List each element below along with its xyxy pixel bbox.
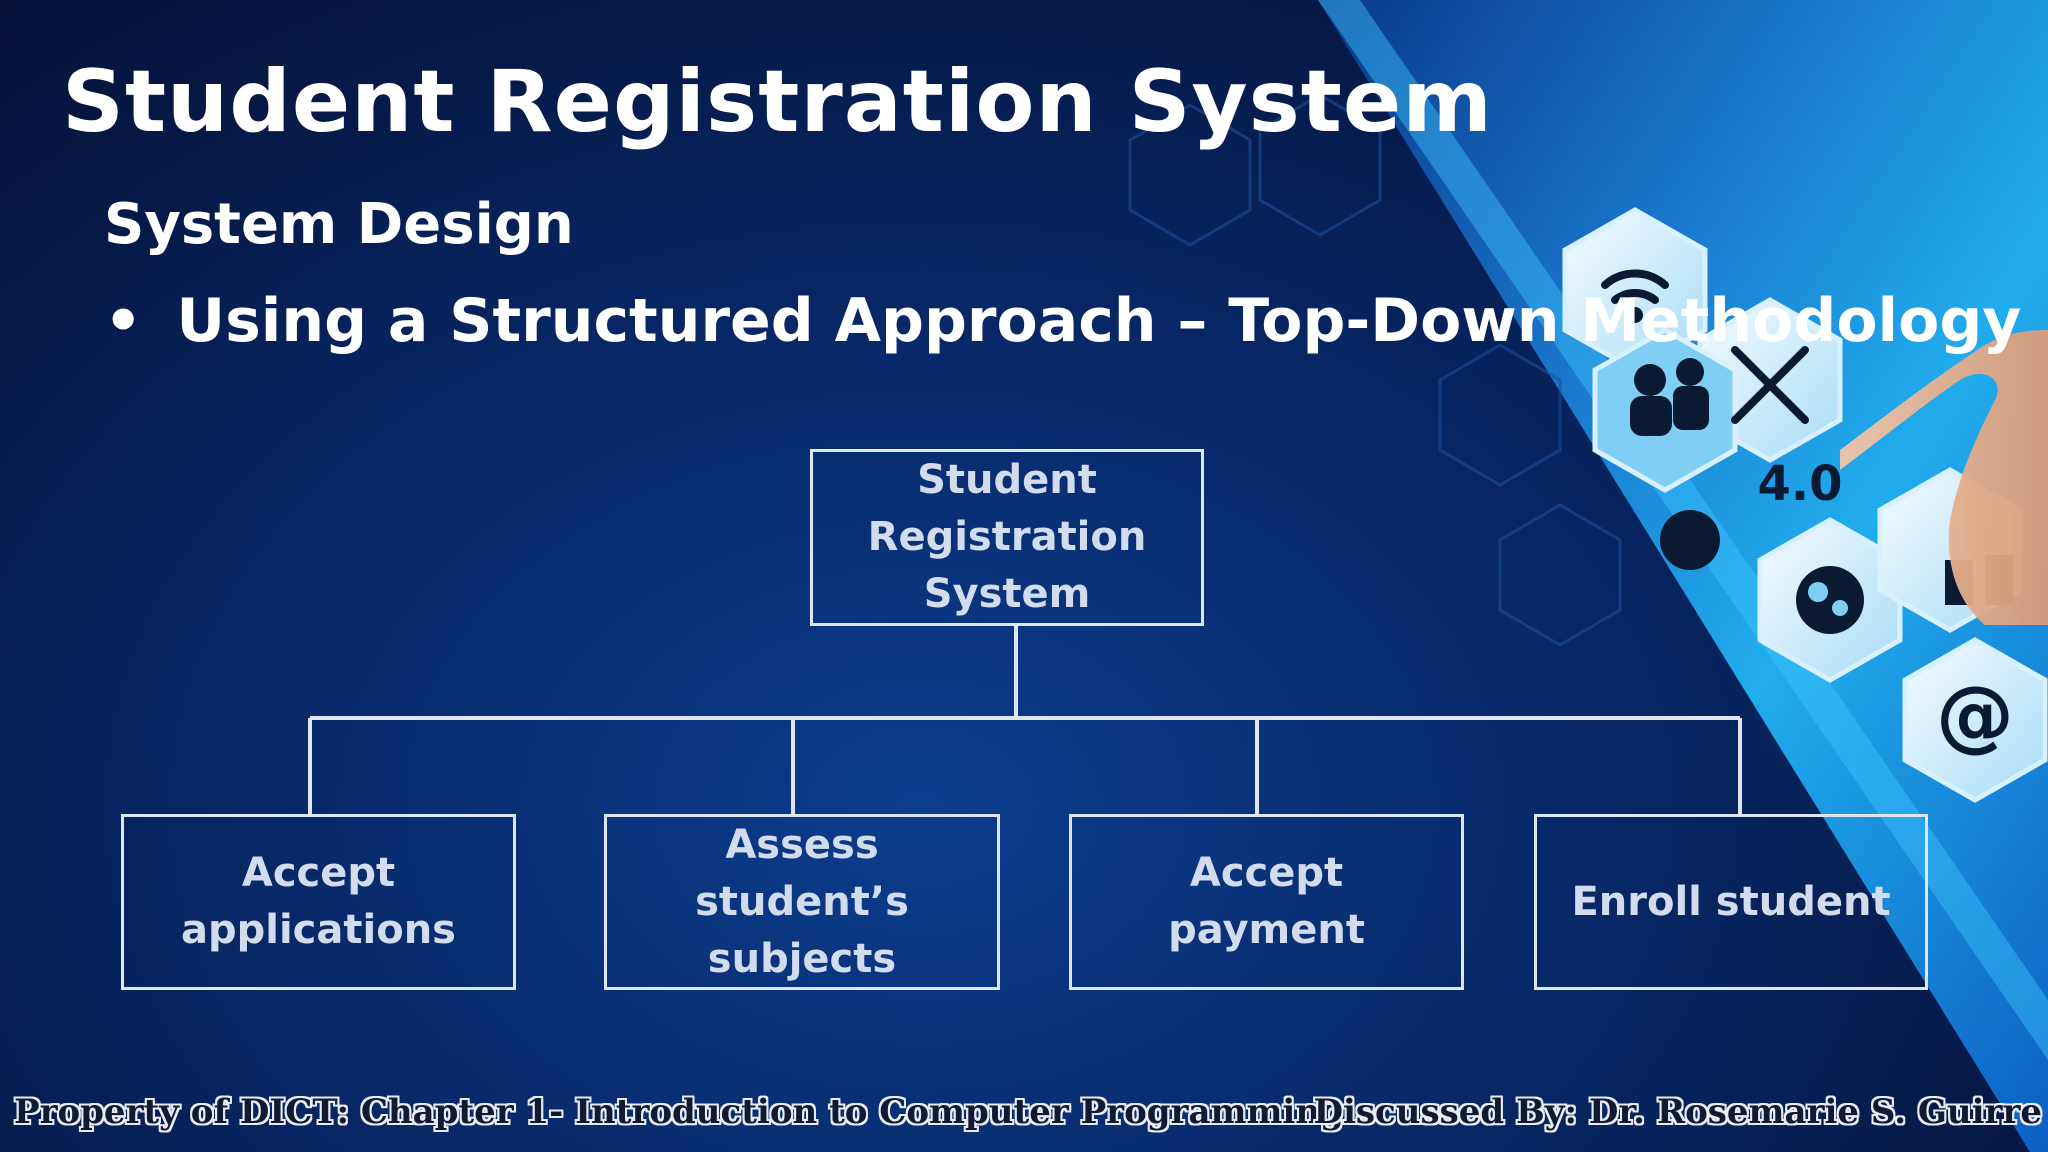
child-box-accept-payment: Accept payment [1069, 814, 1464, 990]
child-box-label: Assess student’s subjects [695, 821, 909, 982]
child-box-label: Accept payment [1168, 850, 1365, 953]
child-box-label: Enroll student [1571, 878, 1891, 925]
child-box-enroll-student: Enroll student [1534, 814, 1928, 990]
footer-presenter-note: Discussed By: Dr. Rosemarie S. Guirre [1313, 1092, 2042, 1132]
svg-text:4.0: 4.0 [1757, 456, 1842, 512]
svg-text:@: @ [1936, 671, 2014, 761]
child-box-label: Accept applications [181, 850, 456, 953]
page-title: Student Registration System [62, 52, 1493, 152]
root-box-label: Student Registration System [867, 457, 1147, 617]
footer-property-note: Property of DICT: Chapter 1- Introductio… [14, 1092, 1344, 1132]
section-subtitle: System Design [104, 192, 574, 257]
child-box-assess-subjects: Assess student’s subjects [604, 814, 1000, 990]
child-box-accept-applications: Accept applications [121, 814, 516, 990]
root-box: Student Registration System [810, 449, 1204, 626]
service-gear-icon [1660, 510, 1720, 570]
bullet-text: Using a Structured Approach – Top-Down M… [176, 286, 2022, 356]
at-sign-icon [1902, 637, 2048, 803]
blue-beam-shape [1318, 0, 2048, 1152]
bullet-marker: • [104, 286, 143, 356]
hand-icon [1840, 330, 2048, 625]
bullet-item: • Using a Structured Approach – Top-Down … [104, 286, 2021, 356]
